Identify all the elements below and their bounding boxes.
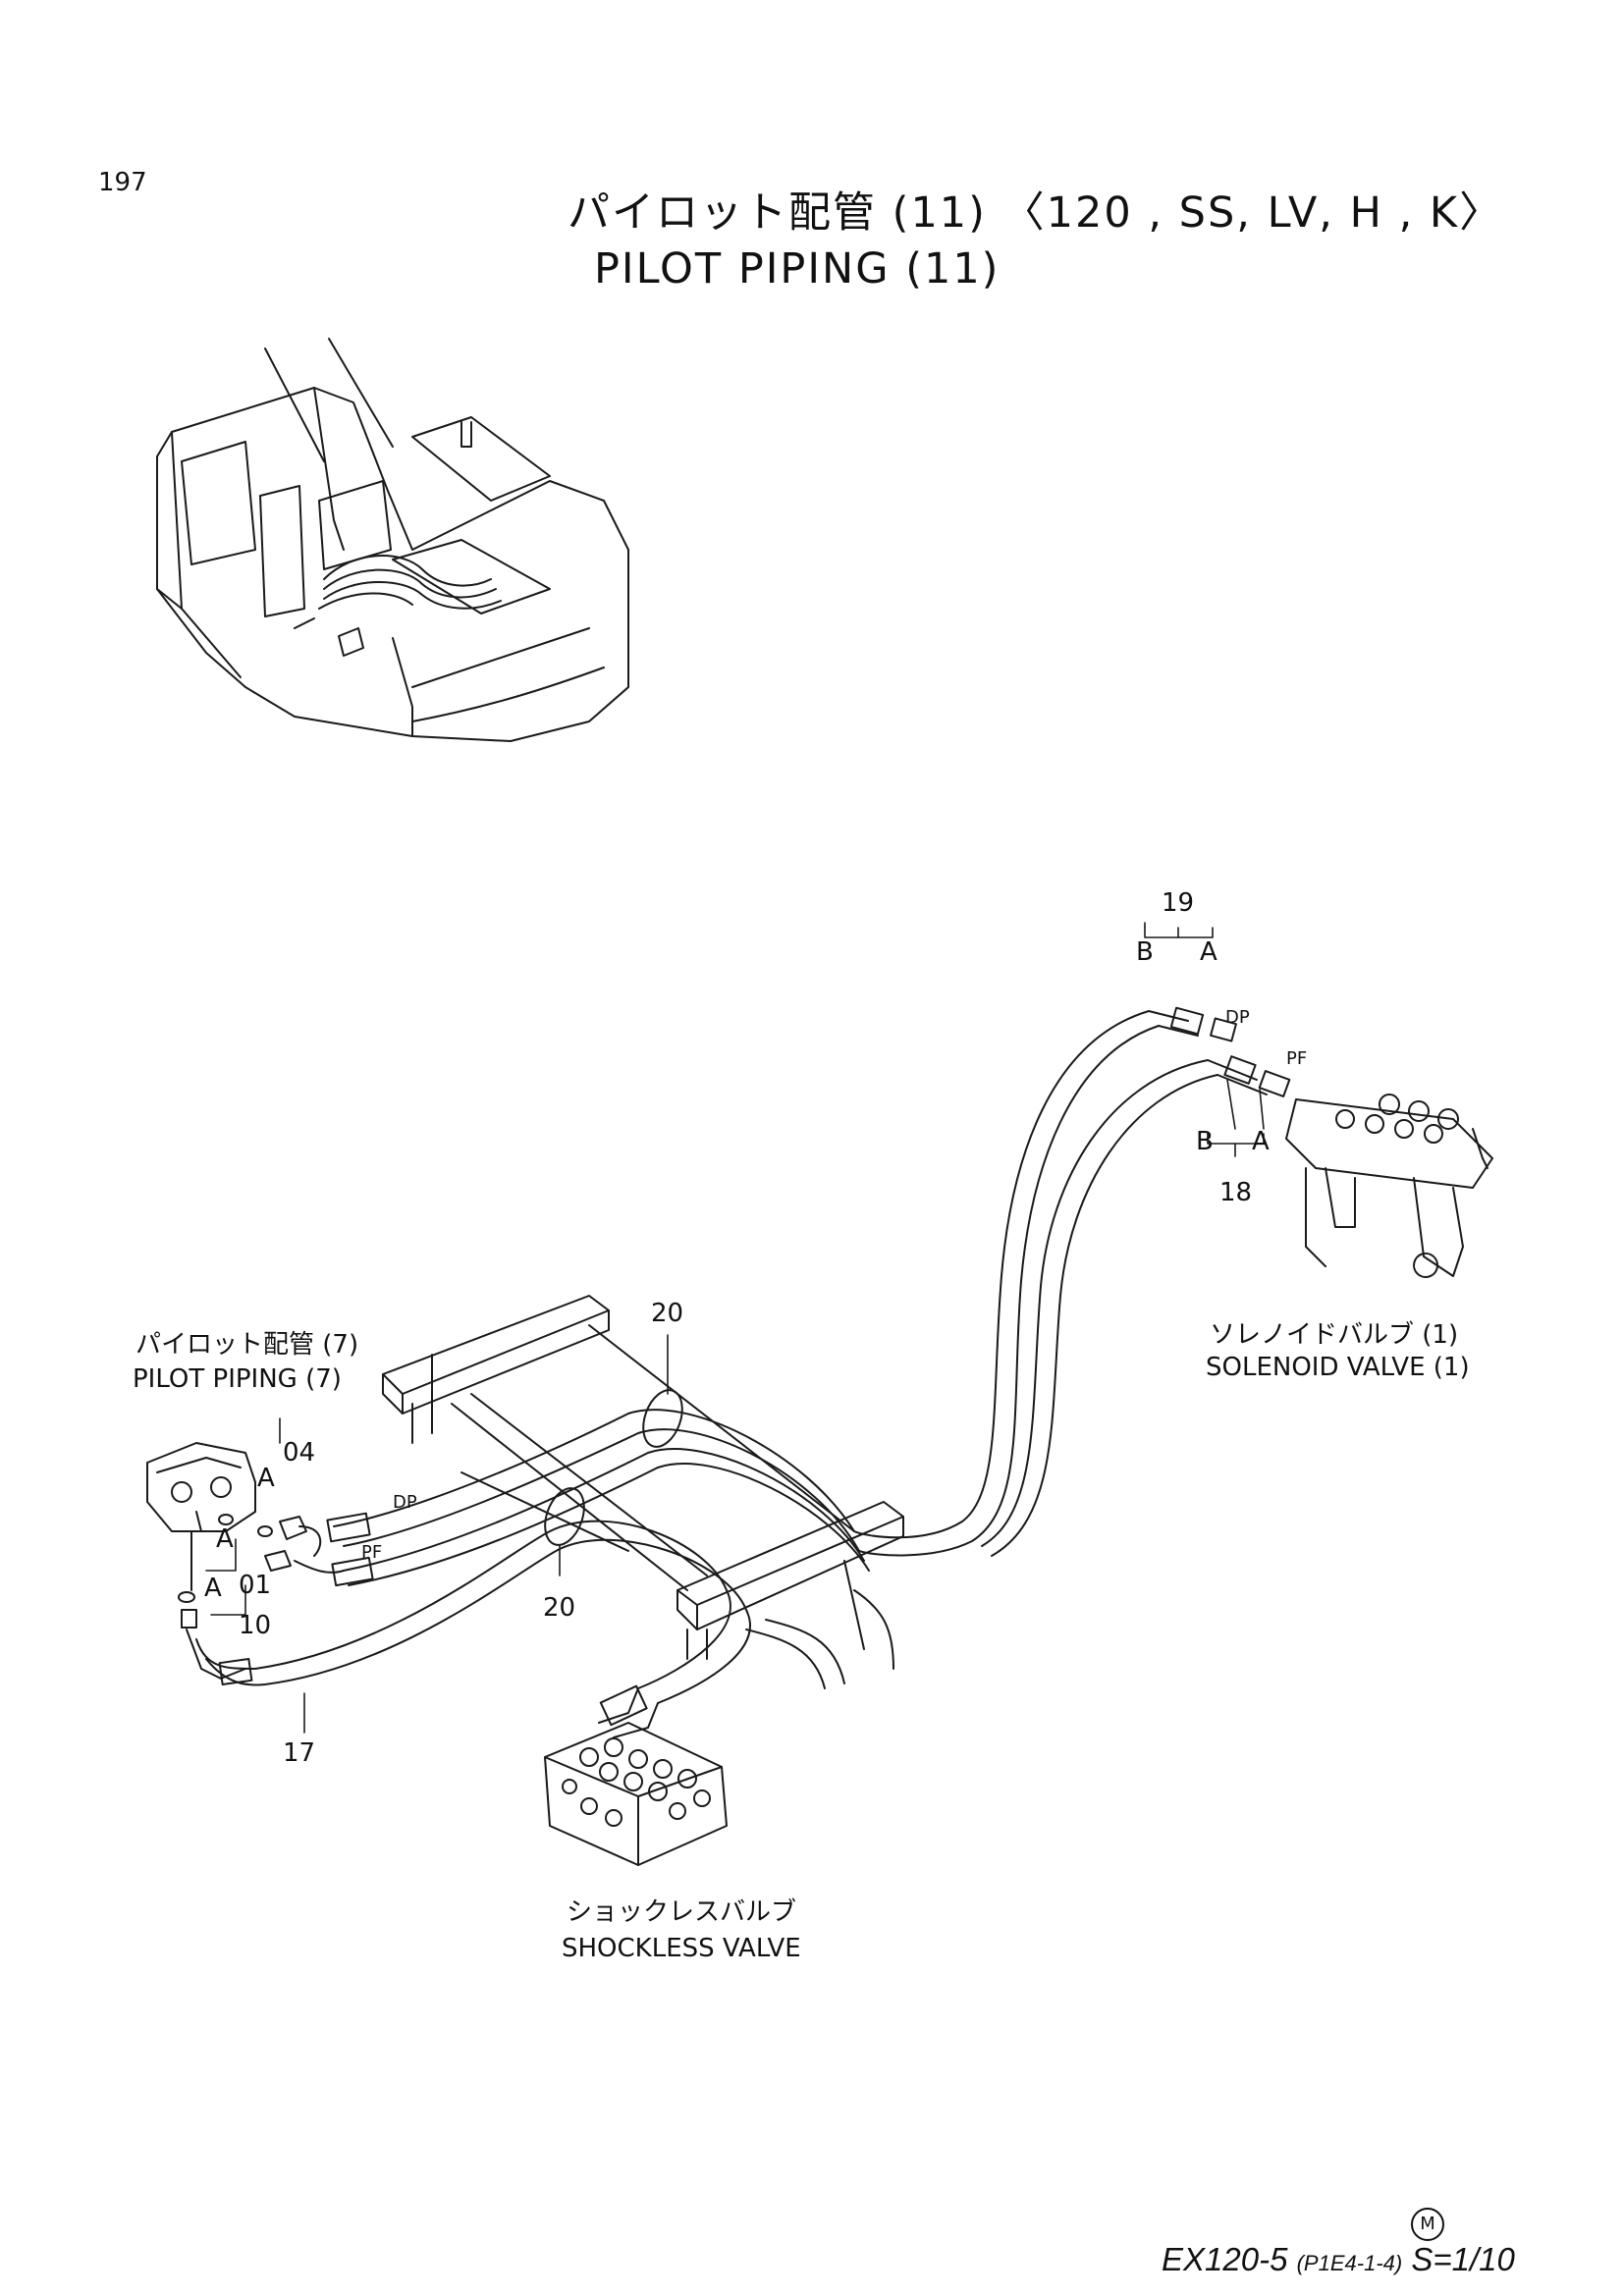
- mark-m-circle: M: [1411, 2208, 1444, 2241]
- port-dp-right: DP: [1225, 1007, 1250, 1028]
- title-japanese: パイロット配管 (11) 〈120 , SS, LV, H , K〉: [568, 188, 1504, 238]
- excavator-overview-illustration: [157, 339, 628, 741]
- port-dp-left: DP: [393, 1492, 417, 1513]
- label-shockless-valve-jp: ショックレスバルブ: [567, 1897, 797, 1927]
- callout-17: 17: [283, 1738, 316, 1768]
- page-number: 197: [98, 168, 147, 197]
- callout-04: 04: [283, 1438, 316, 1468]
- port-a-top: A: [1200, 937, 1217, 967]
- port-b-bottom: B: [1196, 1127, 1214, 1156]
- callout-18: 18: [1219, 1178, 1253, 1207]
- label-pilot-piping-7-jp: パイロット配管 (7): [135, 1330, 359, 1360]
- clamps-20: [538, 1385, 689, 1551]
- label-solenoid-valve-en: SOLENOID VALVE (1): [1206, 1353, 1470, 1382]
- port-pf-right: PF: [1286, 1048, 1308, 1069]
- leader-lines: [206, 923, 1264, 1733]
- port-pf-left: PF: [361, 1542, 383, 1563]
- hoses-dp-pf-left: [327, 1410, 869, 1585]
- footer-scale: S=1/10: [1411, 2241, 1515, 2277]
- callout-20-top: 20: [651, 1299, 684, 1328]
- pilot-block-7-illustration: [147, 1443, 255, 1580]
- callout-19: 19: [1162, 888, 1195, 918]
- solenoid-valve-illustration: [1286, 1095, 1492, 1277]
- port-a-04: A: [257, 1464, 275, 1493]
- port-a-01a: A: [216, 1524, 234, 1554]
- port-b-top: B: [1136, 937, 1154, 967]
- fittings-04-01-10: [179, 1515, 344, 1628]
- callout-01: 01: [239, 1571, 272, 1600]
- port-a-01b: A: [204, 1574, 222, 1603]
- label-pilot-piping-7-en: PILOT PIPING (7): [133, 1364, 342, 1394]
- shockless-valve-illustration: [545, 1723, 727, 1865]
- footer-code: (P1E4-1-4): [1296, 2251, 1403, 2275]
- footer-model: EX120-5: [1162, 2241, 1288, 2277]
- pilot-hoses-18-19: [854, 1008, 1289, 1556]
- label-solenoid-valve-jp: ソレノイドバルブ (1): [1210, 1320, 1459, 1350]
- callout-20-bottom: 20: [543, 1593, 576, 1623]
- label-shockless-valve-en: SHOCKLESS VALVE: [562, 1934, 801, 1963]
- port-a-bottom: A: [1252, 1127, 1270, 1156]
- callout-10: 10: [239, 1611, 272, 1640]
- title-english: PILOT PIPING (11): [594, 244, 1001, 294]
- frame-rails: [383, 1296, 903, 1688]
